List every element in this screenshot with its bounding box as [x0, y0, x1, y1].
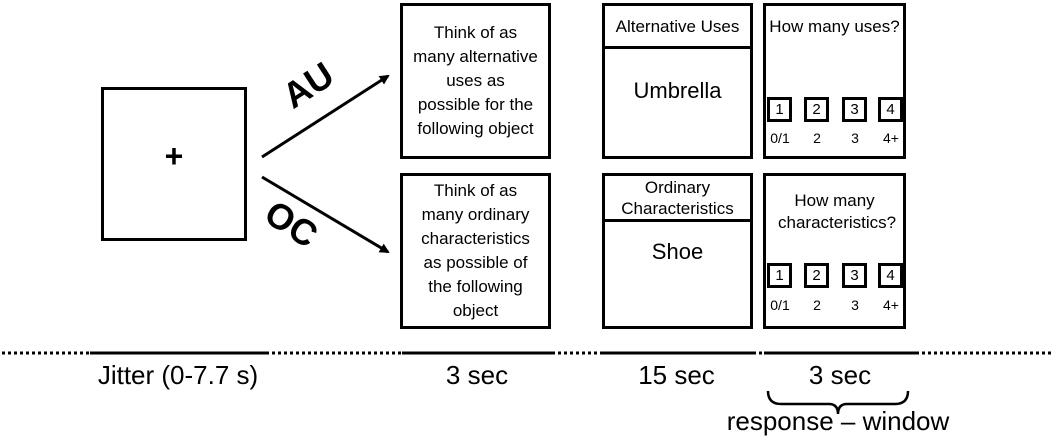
- response-key-3: 3: [842, 263, 867, 288]
- arrow-to-au: [261, 74, 390, 159]
- response-key-label-3: 3: [851, 130, 859, 146]
- arrow-to-oc: [261, 175, 390, 254]
- response-screen-oc: How many characteristics? 1 2 3 4 0/1 2 …: [763, 173, 906, 329]
- response-question-au: How many uses?: [769, 17, 900, 36]
- instruction-screen-au: Think of as many alternative uses as pos…: [400, 3, 551, 159]
- response-key-2: 2: [804, 97, 829, 122]
- instruction-text-oc: Think of as many ordinary characteristic…: [421, 181, 530, 320]
- response-key-label-2: 2: [813, 130, 821, 146]
- timeline-instruction-duration: 3 sec: [445, 360, 509, 390]
- response-screen-au: How many uses? 1 2 3 4 0/1 2 3 4+: [763, 3, 906, 159]
- response-window-label: response – window: [726, 406, 950, 436]
- response-question-oc: How many characteristics?: [778, 191, 897, 232]
- timeline-task-duration: 15 sec: [638, 360, 715, 390]
- response-key-label-1: 0/1: [770, 297, 790, 313]
- timeline-response-duration: 3 sec: [808, 360, 872, 390]
- timeline-jitter-label: Jitter (0-7.7 s): [97, 360, 259, 390]
- response-key-4: 4: [878, 263, 903, 288]
- response-window-brace: [766, 390, 910, 415]
- task-header-au: Alternative Uses: [605, 6, 750, 49]
- response-key-label-1: 0/1: [770, 130, 790, 146]
- fixation-screen: +: [101, 87, 247, 241]
- fixation-cross: +: [164, 138, 184, 174]
- response-key-2: 2: [804, 263, 829, 288]
- response-key-4: 4: [878, 97, 903, 122]
- response-key-label-2: 2: [813, 297, 821, 313]
- instruction-screen-oc: Think of as many ordinary characteristic…: [400, 173, 551, 329]
- response-key-3: 3: [842, 97, 867, 122]
- instruction-text-au: Think of as many alternative uses as pos…: [413, 23, 538, 138]
- response-key-label-3: 3: [851, 297, 859, 313]
- response-key-label-4: 4+: [883, 297, 899, 313]
- task-object-oc: Shoe: [651, 239, 704, 264]
- task-screen-au: Alternative Uses Umbrella: [602, 3, 753, 159]
- response-key-label-4: 4+: [883, 130, 899, 146]
- response-key-1: 1: [767, 97, 792, 122]
- task-object-au: Umbrella: [633, 78, 722, 103]
- task-header-oc: Ordinary Characteristics: [605, 176, 750, 222]
- response-key-1: 1: [767, 263, 792, 288]
- task-screen-oc: Ordinary Characteristics Shoe: [602, 173, 753, 329]
